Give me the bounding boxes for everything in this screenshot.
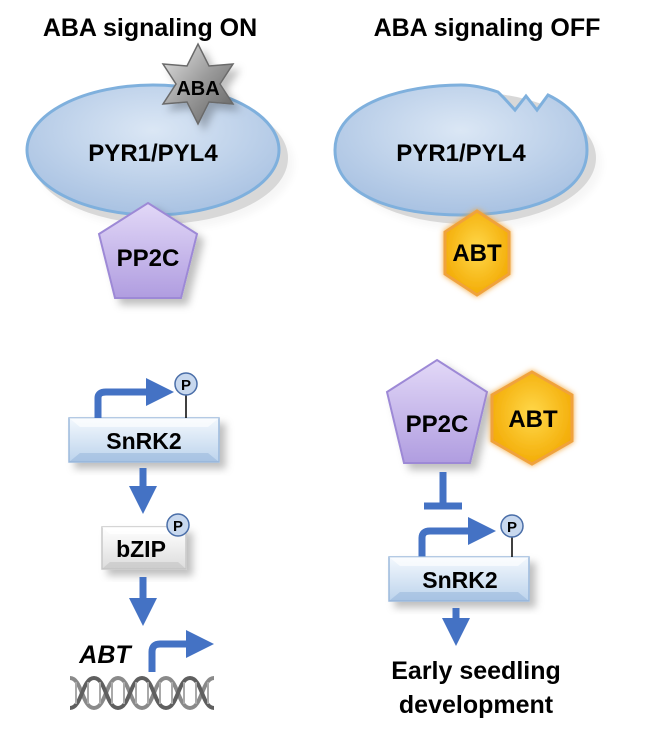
abt-label-off: ABT [452, 240, 502, 267]
receptor-label-on: PYR1/PYL4 [88, 140, 218, 167]
phospho-label-bzip: P [173, 518, 183, 535]
phospho-label-snrk2-on: P [181, 377, 191, 394]
aba-label: ABA [176, 78, 219, 100]
phospho-circle-snrk2-on [174, 372, 198, 396]
pp2c-pentagon-on [97, 201, 199, 299]
abt-gene-label: ABT [78, 641, 133, 669]
snrk2-box-off [388, 556, 530, 602]
pp2c-label-off: PP2C [406, 411, 469, 438]
pp2c-label-on: PP2C [117, 245, 180, 272]
snrk2-box-on [68, 417, 220, 463]
outcome-line2: development [399, 691, 554, 719]
title-aba-off: ABA signaling OFF [374, 14, 601, 42]
snrk2-activation-arrow-on [94, 378, 174, 418]
snrk2-label-off: SnRK2 [422, 567, 497, 593]
abt-label-complex: ABT [508, 406, 558, 433]
receptor-label-off: PYR1/PYL4 [396, 140, 526, 167]
abt-hexagon-off [443, 209, 511, 297]
dna-helix-icon [69, 675, 215, 711]
phospho-label-snrk2-off: P [507, 519, 517, 536]
receptor-pyr1-pyl4-off [333, 83, 589, 217]
snrk2-label-on: SnRK2 [106, 428, 181, 454]
abt-hexagon-complex [490, 370, 574, 466]
snrk2-activation-arrow-off [418, 517, 496, 557]
aba-star-icon [161, 42, 235, 126]
transcription-start-arrow [148, 630, 214, 672]
pp2c-pentagon-off [385, 358, 489, 464]
phospho-circle-snrk2-off [500, 514, 524, 538]
bzip-label: bZIP [116, 536, 166, 562]
inhibition-bar [424, 472, 462, 510]
phospho-circle-bzip [166, 513, 190, 537]
title-aba-on: ABA signaling ON [43, 14, 257, 42]
outcome-line1: Early seedling [391, 657, 561, 685]
